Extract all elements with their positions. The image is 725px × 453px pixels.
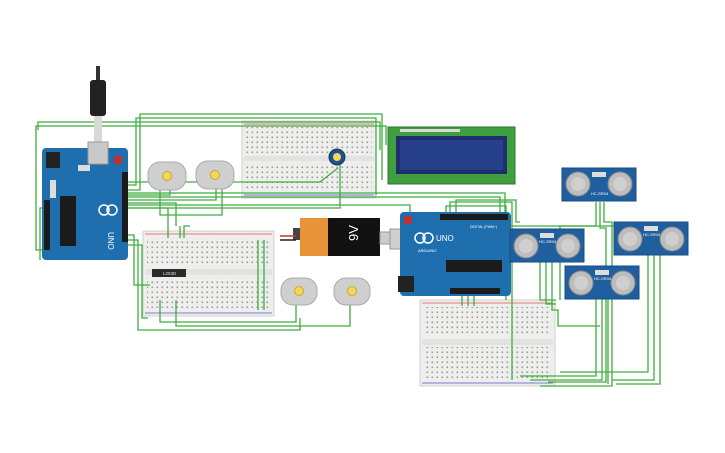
battery-label: 9V [346, 225, 361, 241]
breadboard-left[interactable] [142, 230, 275, 317]
lcd-16x2[interactable] [387, 126, 516, 185]
sonar-2-label: HC-SR04 [539, 239, 557, 244]
motor-driver-ic[interactable]: L293D [152, 269, 186, 277]
sonar-1-label: HC-SR04 [591, 191, 609, 196]
breadboard-top[interactable] [241, 120, 377, 199]
potentiometer[interactable] [328, 148, 346, 166]
dc-motor-2[interactable] [195, 160, 235, 190]
arduino-right-sub: ARDUINO [418, 248, 436, 253]
ultrasonic-sensor-3[interactable]: HC-SR04 [613, 221, 689, 256]
dc-motor-1[interactable] [147, 161, 187, 191]
arduino-right-header: DIGITAL (PWM~) [470, 225, 497, 229]
arduino-uno-right[interactable]: UNO ARDUINO DIGITAL (PWM~) [389, 212, 511, 296]
wire-bundle[interactable] [35, 113, 661, 387]
arduino-right-brand: UNO [436, 234, 454, 243]
arduino-uno-left[interactable]: UNO [42, 66, 128, 260]
ultrasonic-sensor-2[interactable]: HC-SR04 [509, 228, 585, 263]
driver-ic-label: L293D [163, 271, 177, 276]
ultrasonic-sensor-4[interactable]: HC-SR04 [564, 265, 640, 300]
battery-9v[interactable]: 9V [280, 218, 391, 256]
sonar-4-label: HC-SR04 [594, 276, 612, 281]
sonar-3-label: HC-SR04 [643, 232, 661, 237]
dc-motor-3[interactable] [280, 277, 318, 306]
arduino-left-brand: UNO [106, 232, 115, 250]
breadboard-right[interactable] [419, 299, 556, 387]
dc-motor-4[interactable] [333, 277, 371, 306]
ultrasonic-sensor-1[interactable]: HC-SR04 [561, 167, 637, 202]
